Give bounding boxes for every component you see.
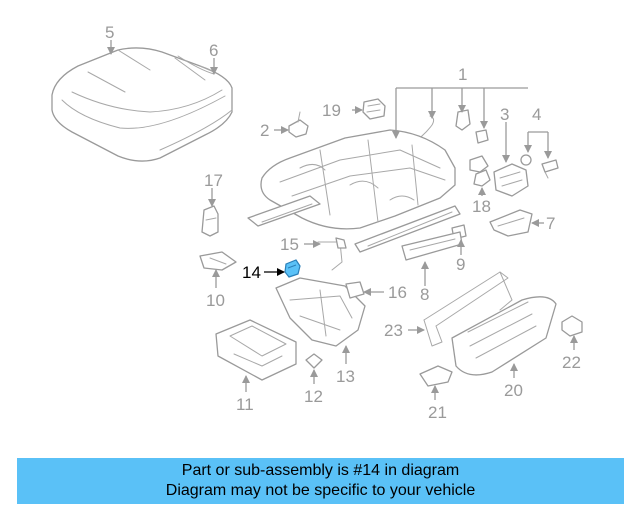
callout-1: 1	[458, 65, 467, 84]
part-2-bolt	[288, 111, 309, 138]
part-1-components	[409, 109, 489, 173]
part-4-bolts	[520, 154, 559, 179]
part-7-bracket	[489, 209, 533, 237]
callout-20: 20	[504, 381, 523, 400]
seat-frame-part	[247, 129, 461, 253]
callout-numbers: 5 6 1 19 2 3 4 18 7 17 15 9 8 10 14 16 2…	[105, 23, 581, 422]
part-18-bracket	[473, 169, 491, 187]
part-16-switch	[345, 281, 365, 299]
callout-17: 17	[204, 171, 223, 190]
callout-21: 21	[428, 403, 447, 422]
callout-23: 23	[384, 321, 403, 340]
callout-4: 4	[532, 105, 541, 124]
callout-18: 18	[472, 197, 491, 216]
part-12-clip	[305, 353, 323, 369]
callout-12: 12	[304, 387, 323, 406]
callout-6: 6	[209, 41, 218, 60]
callout-2: 2	[260, 121, 269, 140]
callout-10: 10	[206, 291, 225, 310]
part-3-motor	[493, 163, 529, 197]
callout-8: 8	[420, 285, 429, 304]
callout-19: 19	[322, 101, 341, 120]
banner-line-part: Part or sub-assembly is #14 in diagram	[181, 462, 460, 479]
parts-diagram: 5 6 1 19 2 3 4 18 7 17 15 9 8 10 14 16 2…	[51, 23, 583, 422]
part-20-side-cover	[451, 296, 557, 376]
callout-7: 7	[546, 214, 555, 233]
callout-11: 11	[236, 395, 254, 414]
banner-line-disclaimer: Diagram may not be specific to your vehi…	[165, 482, 476, 499]
callout-22: 22	[562, 353, 581, 372]
part-19-clip	[362, 98, 386, 120]
seat-cushion-part	[51, 47, 233, 162]
callout-5: 5	[105, 23, 114, 42]
part-13-tray	[275, 277, 366, 347]
callout-14-highlighted: 14	[242, 263, 261, 282]
callout-13: 13	[336, 367, 355, 386]
part-8-cover	[401, 231, 463, 261]
part-21-bracket	[419, 365, 453, 387]
part-22-knob	[561, 315, 583, 337]
callout-16: 16	[388, 283, 407, 302]
part-10-cover	[199, 251, 237, 271]
part-23-frame-rod	[423, 271, 513, 347]
part-15-rod	[317, 237, 347, 271]
part-11-drawer	[215, 319, 297, 381]
info-banner: Part or sub-assembly is #14 in diagram D…	[17, 458, 624, 504]
callout-15: 15	[280, 235, 299, 254]
leader-lines	[107, 40, 578, 400]
part-17-bracket	[201, 205, 219, 237]
callout-3: 3	[500, 105, 509, 124]
callout-9: 9	[456, 255, 465, 274]
part-14-bolt	[284, 259, 301, 278]
